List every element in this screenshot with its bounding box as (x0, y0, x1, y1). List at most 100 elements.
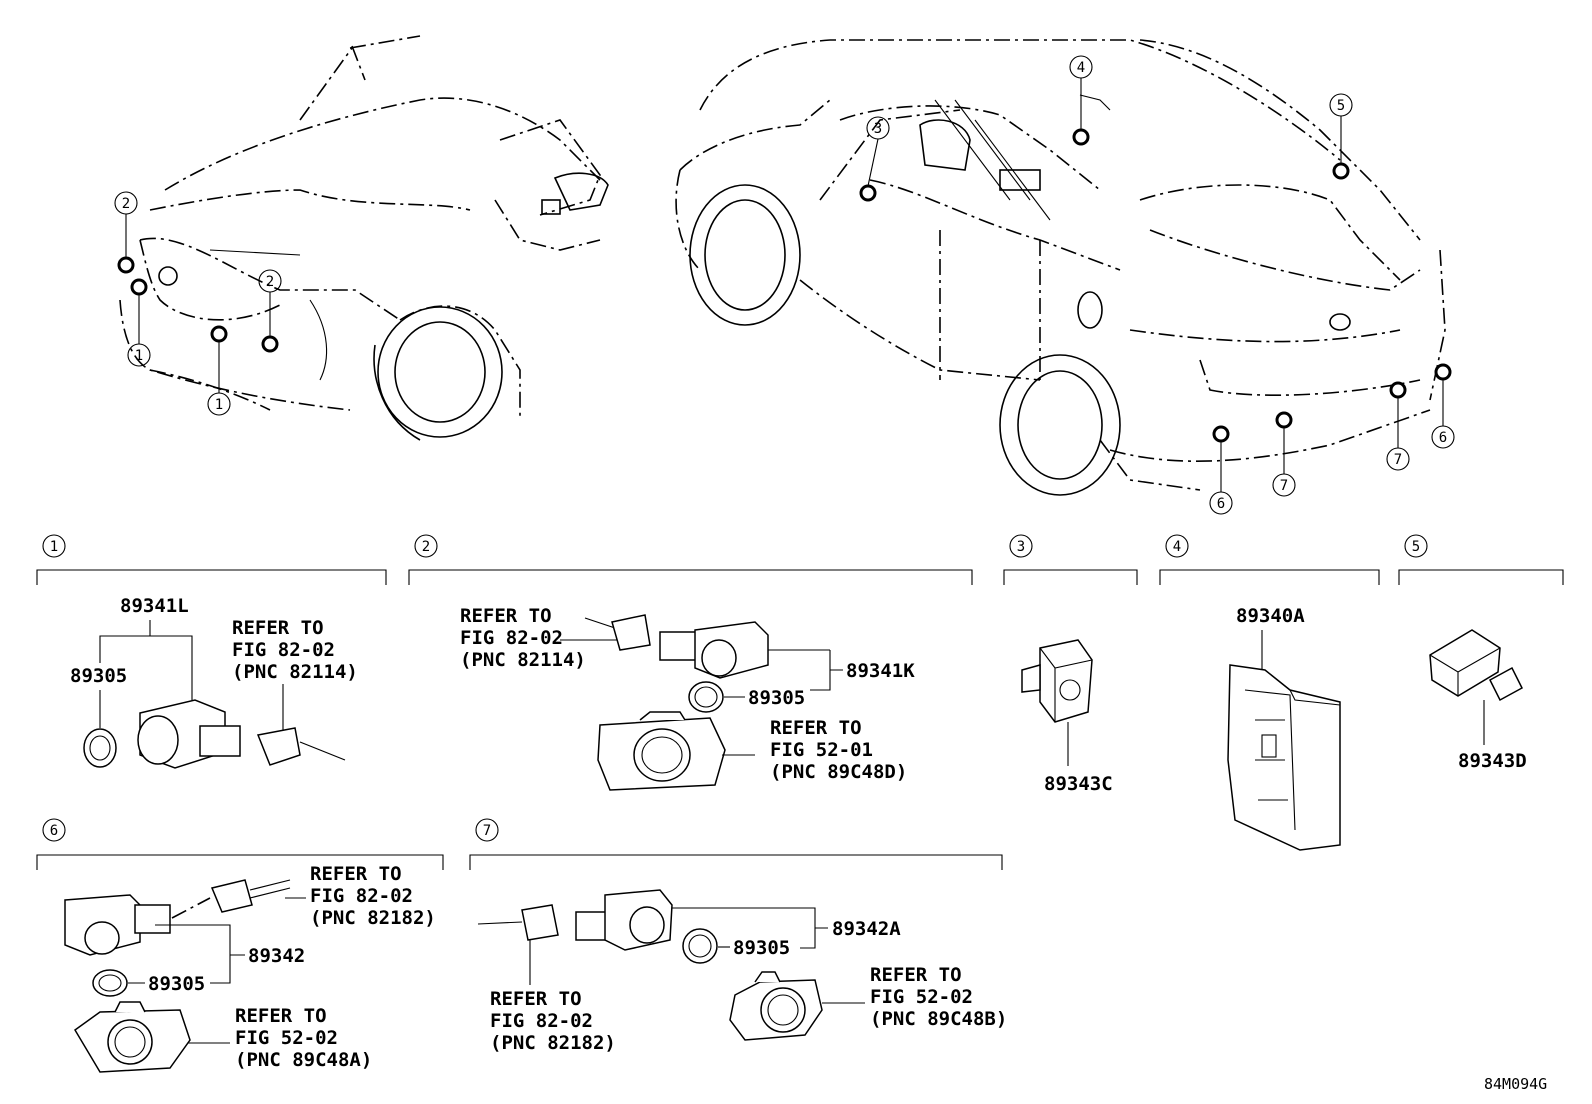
callout-5: 5 (1329, 93, 1353, 117)
svg-text:3: 3 (874, 121, 882, 137)
refer-a-line-1: REFER TO (310, 863, 402, 885)
part-number-89305: 89305 (148, 973, 205, 995)
section-3: 3 89343C (1003, 534, 1138, 795)
refer-b-line-1: REFER TO (770, 717, 862, 739)
sensor-ring-icon (688, 681, 724, 713)
section-number-badge (1404, 534, 1428, 558)
refer-b-line-2: FIG 52-02 (870, 986, 973, 1008)
part-number-89341L: 89341L (120, 595, 189, 617)
refer-a-line-3: (PNC 82114) (460, 649, 586, 671)
part-number-89305: 89305 (748, 687, 805, 709)
sensor-dot (1434, 363, 1452, 381)
rear-callouts: 3 4 5 6 7 7 6 (859, 55, 1455, 515)
section-2: 2 REFER TO FIG 82-02 (PNC 82114) 89341K … (408, 534, 973, 791)
front-callouts: 2 1 1 2 (114, 191, 282, 416)
section-number: 2 (422, 539, 430, 555)
refer-b-line-3: (PNC 89C48A) (235, 1049, 372, 1071)
refer-a-line-2: FIG 82-02 (460, 627, 563, 649)
sensor-bezel-icon (597, 711, 726, 791)
part-number-89340A: 89340A (1236, 605, 1305, 627)
connector-icon (256, 727, 346, 766)
ecu-module-icon (1227, 664, 1341, 851)
sensor-dot (859, 184, 877, 202)
refer-b-line-1: REFER TO (870, 964, 962, 986)
refer-a-line-2: FIG 82-02 (310, 885, 413, 907)
connector-icon (477, 904, 559, 941)
refer-a-line-1: REFER TO (490, 988, 582, 1010)
svg-text:1: 1 (215, 397, 223, 413)
svg-text:6: 6 (1217, 496, 1225, 512)
illustration-code: 84M094G (1484, 1075, 1547, 1093)
refer-line-1: REFER TO (232, 617, 324, 639)
sensor-ring-icon (92, 969, 128, 997)
ultrasonic-sensor-icon (137, 699, 241, 769)
svg-text:4: 4 (1077, 60, 1085, 76)
section-number: 6 (50, 823, 58, 839)
connector-icon (584, 614, 651, 651)
svg-text:1: 1 (135, 348, 143, 364)
callout-6-rear-right: 6 (1431, 425, 1455, 449)
sensor-dot (1212, 425, 1230, 443)
refer-line-3: (PNC 82114) (232, 661, 358, 683)
refer-a-line-3: (PNC 82182) (490, 1032, 616, 1054)
refer-b-line-3: (PNC 89C48D) (770, 761, 907, 783)
section-number: 7 (483, 823, 491, 839)
section-number-badge (42, 534, 66, 558)
refer-b-line-2: FIG 52-02 (235, 1027, 338, 1049)
refer-a-line-3: (PNC 82182) (310, 907, 436, 929)
callout-4: 4 (1069, 55, 1093, 79)
section-number: 1 (50, 539, 58, 555)
sensor-dot (210, 325, 228, 343)
section-1: 1 89341L 89305 REFER TO FIG 82-02 (PNC 8… (36, 534, 387, 769)
sensor-dot (261, 335, 279, 353)
sensor-dot (130, 278, 148, 296)
section-bracket (36, 854, 444, 870)
sensor-bezel-icon (74, 1001, 191, 1073)
callout-2-front-left: 2 (114, 191, 138, 215)
sensor-ring-icon (682, 928, 718, 964)
refer-a-line-2: FIG 82-02 (490, 1010, 593, 1032)
section-bracket (408, 569, 973, 585)
section-number-badge (1009, 534, 1033, 558)
connector-icon (210, 879, 291, 913)
sensor-dot (117, 256, 135, 274)
section-6: 6 REFER TO FIG 82-02 (PNC 82182) 89342 8… (36, 818, 444, 1073)
callout-1-front-center: 1 (207, 392, 231, 416)
part-number-89342: 89342 (248, 945, 305, 967)
sensor-dot (1275, 411, 1293, 429)
callout-2-front-center: 2 (258, 269, 282, 293)
refer-line-2: FIG 82-02 (232, 639, 335, 661)
callout-3: 3 (866, 116, 890, 140)
section-5: 5 89343D (1398, 534, 1564, 772)
sensor-bezel-icon (729, 971, 823, 1041)
callout-1-front-left: 1 (127, 343, 151, 367)
section-bracket (36, 569, 387, 585)
refer-b-line-2: FIG 52-01 (770, 739, 873, 761)
front-car-illustration (119, 35, 609, 441)
svg-text:7: 7 (1394, 452, 1402, 468)
section-number-badge (475, 818, 499, 842)
section-4: 4 89340A (1159, 534, 1380, 851)
sensor-dot (1072, 128, 1090, 146)
control-module-icon (1021, 639, 1093, 723)
refer-a-line-1: REFER TO (460, 605, 552, 627)
rear-car-illustration (675, 39, 1446, 496)
sensor-module-icon (1429, 629, 1523, 702)
section-7: 7 REFER TO FIG 82-02 (PNC 82182) 89342A … (469, 818, 1007, 1054)
part-number-89305: 89305 (733, 937, 790, 959)
callout-7-rear-left: 7 (1272, 473, 1296, 497)
sensor-ring-icon (83, 728, 117, 768)
section-bracket (1159, 569, 1380, 585)
part-number-89343C: 89343C (1044, 773, 1113, 795)
section-bracket (1003, 569, 1138, 585)
svg-text:5: 5 (1337, 98, 1345, 114)
callout-6-rear-left: 6 (1209, 491, 1233, 515)
ultrasonic-sensor-icon (659, 621, 769, 679)
refer-b-line-1: REFER TO (235, 1005, 327, 1027)
part-number-89305: 89305 (70, 665, 127, 687)
svg-text:7: 7 (1280, 478, 1288, 494)
part-number-89343D: 89343D (1458, 750, 1527, 772)
section-number: 5 (1412, 539, 1420, 555)
